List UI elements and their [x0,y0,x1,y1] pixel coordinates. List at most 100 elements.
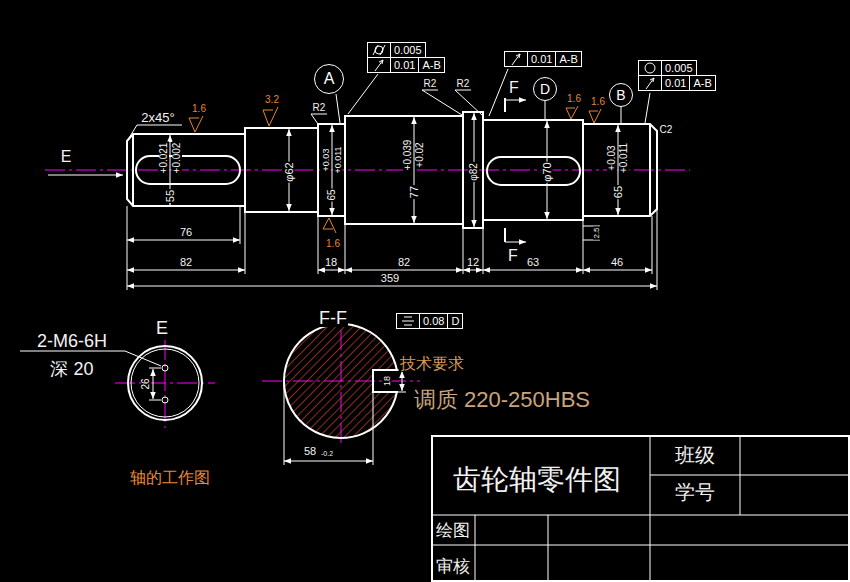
dimension-text: +0.02 [415,141,425,168]
dimension-line [245,212,246,274]
section-f [284,324,397,438]
section-e [149,368,161,369]
table-cell: 学号 [674,482,716,502]
tolerance-symbol [401,314,415,328]
tolerance-value: A-B [689,76,714,90]
leader-line [545,101,546,120]
datum-letter: A [324,71,335,87]
dimension-line [48,175,123,176]
dimension-text: φ62 [284,161,295,182]
section-e [162,365,168,371]
dimension-line [583,240,600,241]
section-e [20,346,202,420]
dimension-text: 18 [383,375,392,387]
dimension-text: 3.2 [264,95,280,105]
section-e [149,400,161,401]
frame-row: 0.005 [367,42,426,58]
leader-line [348,74,378,114]
dimension-text: +0.011 [334,145,343,174]
shaft-outline [462,116,464,224]
section-e [153,369,154,399]
dimension-line [414,117,415,223]
tolerance-value: A-B [418,58,443,72]
dimension-text: R2 [312,103,327,113]
dimension-line [463,270,483,271]
dimension-text: 2.5 [593,226,601,239]
symbol-cell [505,52,527,66]
centerline [45,170,690,445]
section-letter: F [507,248,519,264]
tolerance-value: A-B [555,52,580,66]
leader-line [422,90,462,115]
frame-row: 0.01A-B [504,51,582,67]
title-block [650,475,849,476]
tolerance-symbol [372,58,386,72]
dimension-line [657,209,658,290]
title-cell: 齿轮轴零件图 [452,466,622,494]
roughness-symbol [189,116,203,132]
title-block [432,545,849,546]
feature-control-frame: 0.08D [396,314,463,329]
leader-line [129,69,650,138]
leader-line [336,94,340,123]
dimension-line [483,270,583,271]
table-cell: 绘图 [435,522,471,539]
tolerance-value: 0.01 [390,58,418,72]
title-block [432,515,849,516]
dimension-text: +0.039 [403,139,413,172]
dimension-text: 82 [179,257,193,268]
section-f [373,392,374,465]
tolerance-symbol [646,78,654,89]
section-f [402,371,403,391]
dimension-line [127,270,245,271]
dimension-text: 63 [526,257,540,268]
dimension-line [583,220,584,274]
section-e [131,349,199,417]
dimension-text: 77 [409,185,420,199]
dimension-line [318,270,345,271]
dimension-text: 65 [327,188,337,201]
section-mark [505,100,526,101]
tolerance-symbol [373,45,385,55]
view-label: E [155,319,169,337]
leader-line [489,69,508,116]
tolerance-symbol [402,317,414,325]
section-mark [504,228,506,242]
shaft-outline [132,134,134,206]
dimension-text: 18 [324,257,338,268]
leader-line [621,107,622,124]
section-label: F-F [318,309,348,327]
shaft-outline [244,134,246,206]
dimension-text: R2 [423,79,438,89]
shaft-outline [344,124,346,216]
tolerance-symbol [645,63,655,73]
table-cell: 审核 [435,558,471,575]
dimension-text: +0.021 [159,142,169,175]
tolerance-symbol [643,76,657,90]
tolerance-value: 0.01 [527,52,555,66]
view-label: E [60,149,73,165]
dimension-text: φ70 [542,161,553,182]
dimension-line [345,224,346,274]
dimension-text: 76 [179,227,193,238]
roughness-symbol [189,106,601,233]
leader-line [455,90,482,115]
frame-row: 0.08D [396,313,463,329]
datum-letter: B [616,88,625,102]
section-f [284,324,406,465]
frame-row: 0.005 [638,60,697,76]
section-mark [505,242,526,243]
dimension-text: 46 [610,257,624,268]
section-e [162,397,168,403]
dimension-line [583,270,652,271]
datum-circle: D [533,77,557,101]
dimension-text: R2 [456,79,471,89]
leader-line [129,125,182,138]
section-f [397,392,406,393]
shaft-outline [482,120,484,220]
centerline [165,340,166,428]
shaft-outline [487,157,580,185]
roughness-symbol [566,106,578,119]
section-f [284,461,373,462]
